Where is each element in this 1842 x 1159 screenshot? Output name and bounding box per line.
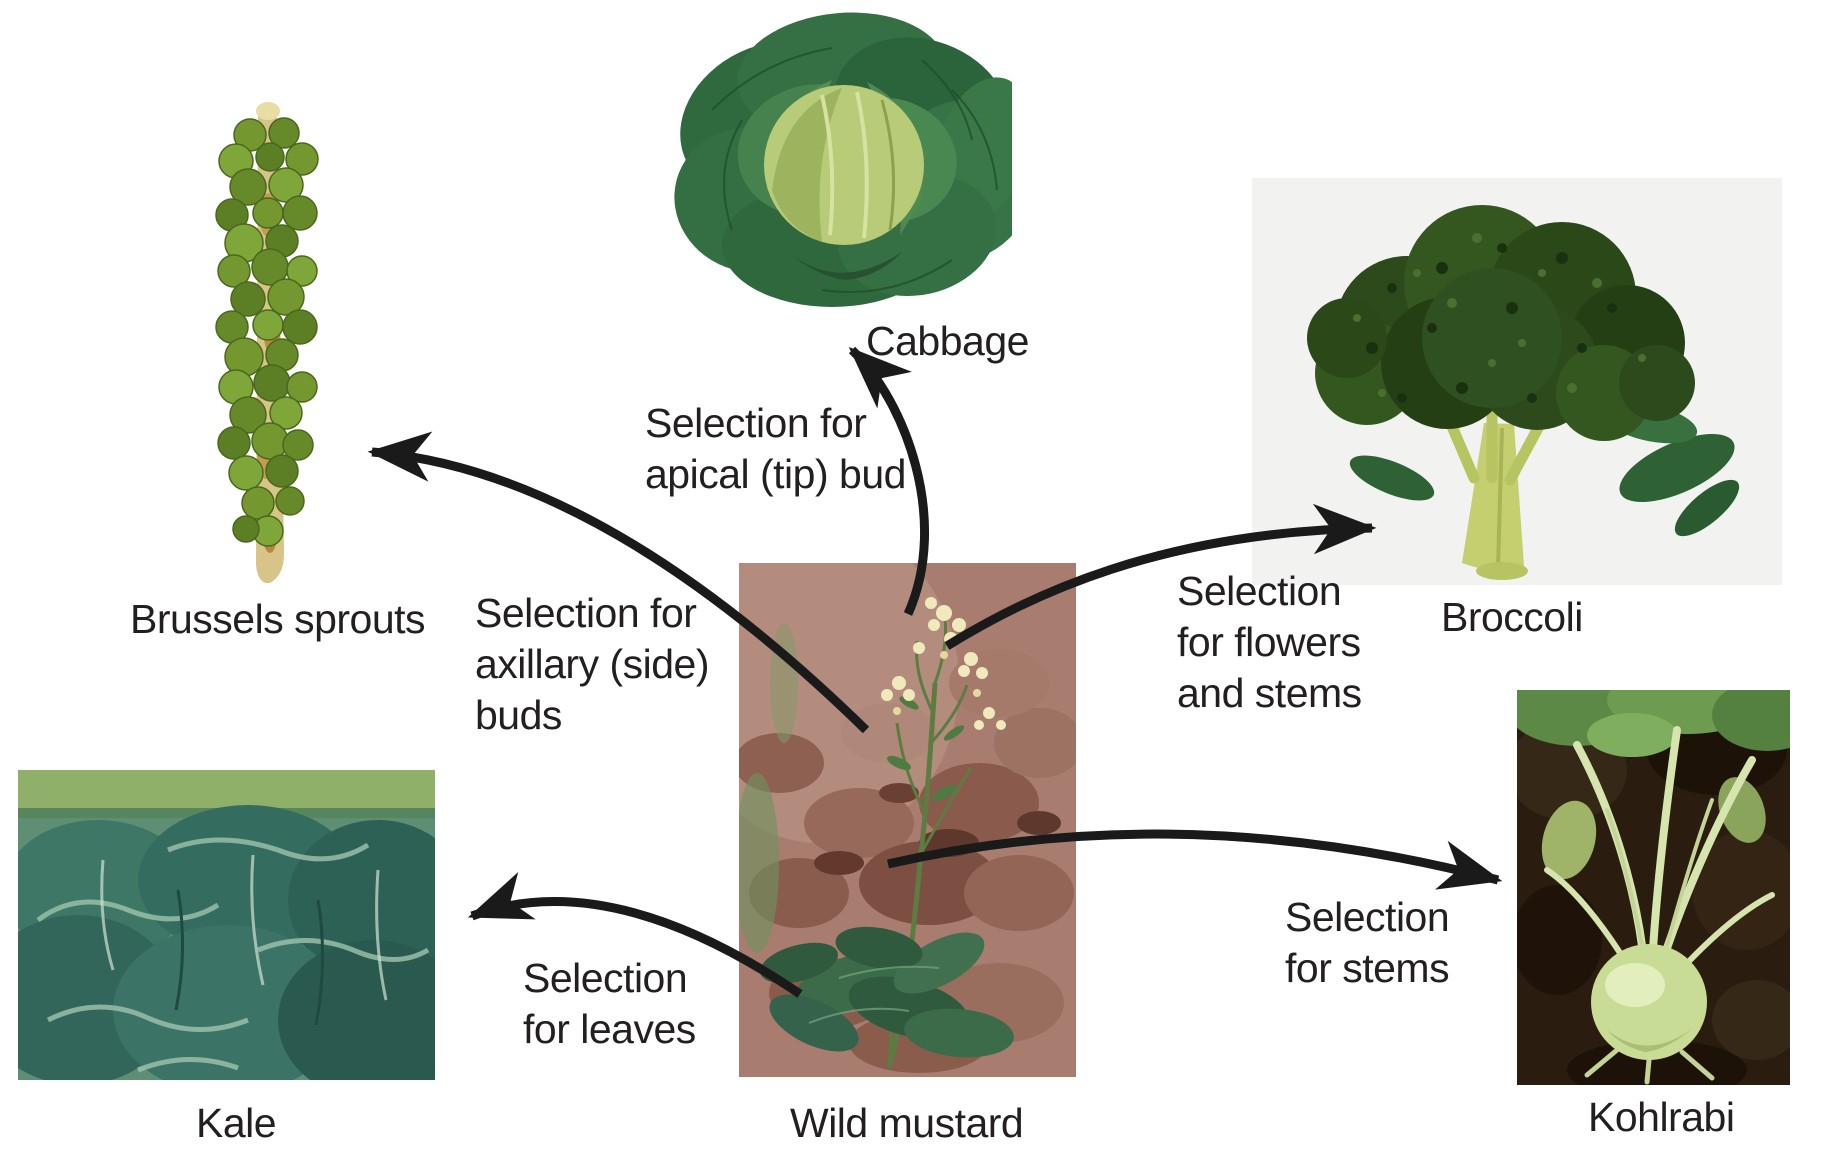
selection-label-line: Selection <box>1285 894 1450 940</box>
brussels-sprouts-illustration <box>215 102 319 584</box>
label-kohlrabi: Kohlrabi <box>1588 1094 1735 1140</box>
kale-illustration <box>0 770 468 1100</box>
kale-photo <box>0 770 468 1100</box>
label-broccoli: Broccoli <box>1441 594 1583 640</box>
arrow-to-kohlrabi <box>887 829 1503 890</box>
selection-label-line: Selection for <box>475 590 697 636</box>
label-cabbage: Cabbage <box>866 318 1029 364</box>
selection-label-line: axillary (side) <box>475 641 710 687</box>
wild-mustard-photo <box>679 523 1084 1077</box>
arrow-to-kale <box>467 872 803 998</box>
selection-label-line: and stems <box>1177 670 1362 716</box>
kohlrabi-illustration <box>1507 666 1822 1100</box>
label-kale: Kale <box>196 1100 277 1146</box>
selection-label-apical-bud: Selection for apical (tip) bud <box>645 398 906 500</box>
selection-label-stems: Selection for stems <box>1285 892 1450 994</box>
selection-label-axillary-buds: Selection for axillary (side) buds <box>475 588 710 741</box>
selection-label-line: for flowers <box>1177 619 1361 665</box>
selection-label-line: Selection <box>1177 568 1342 614</box>
label-brussels-sprouts: Brussels sprouts <box>130 596 426 642</box>
selection-label-flowers-stems: Selection for flowers and stems <box>1177 566 1362 719</box>
wild-mustard-illustration <box>679 523 1084 1077</box>
label-wild-mustard: Wild mustard <box>790 1100 1024 1146</box>
selection-label-line: Selection <box>523 955 688 1001</box>
arrow-to-brussels-sprouts <box>367 431 870 734</box>
kohlrabi-photo <box>1507 666 1822 1100</box>
brussels-sprouts-photo <box>198 95 338 595</box>
selection-label-line: apical (tip) bud <box>645 451 906 497</box>
cabbage-photo <box>672 0 1035 320</box>
arrow-to-broccoli <box>944 503 1377 650</box>
selection-label-leaves: Selection for leaves <box>523 953 696 1055</box>
selection-label-line: buds <box>475 692 562 738</box>
selection-label-line: for stems <box>1285 945 1450 991</box>
arrow-to-cabbage <box>848 346 930 616</box>
selection-label-line: for leaves <box>523 1006 696 1052</box>
cabbage-illustration <box>674 12 1035 307</box>
selection-label-line: Selection for <box>645 400 867 446</box>
